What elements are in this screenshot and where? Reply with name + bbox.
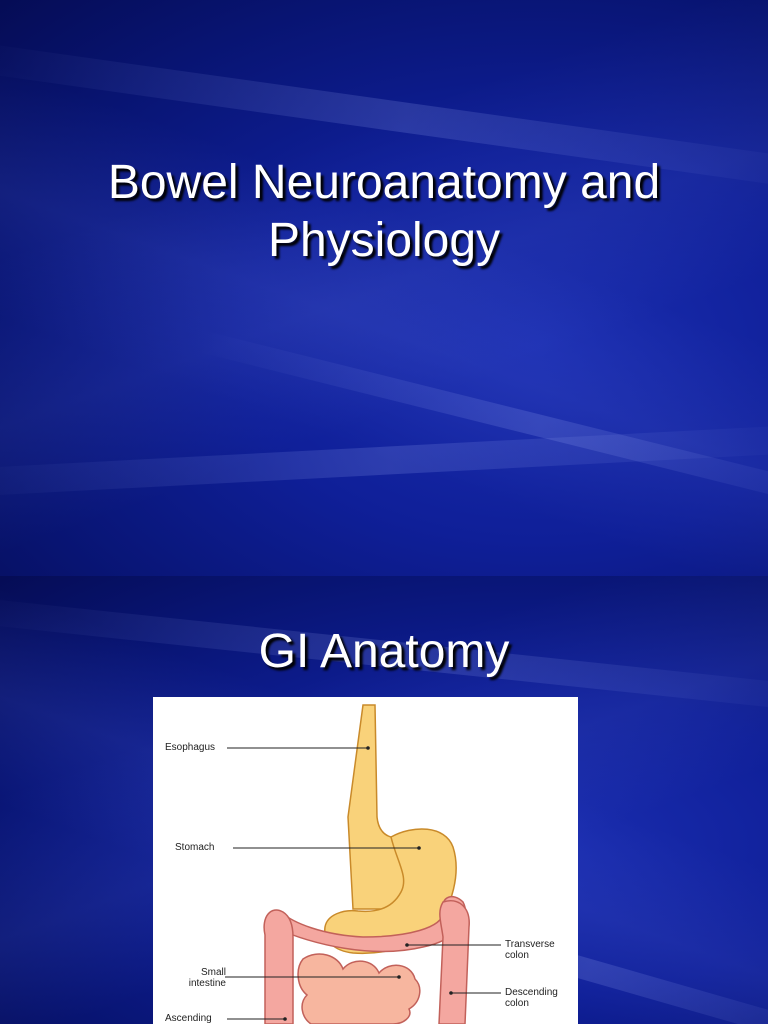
stomach-shape [324, 828, 457, 955]
slide-title: GI Anatomy [258, 625, 510, 678]
slide-2: GI Anatomy [0, 576, 768, 1024]
background-streak [197, 330, 768, 522]
ascending-colon-shape [263, 909, 294, 1024]
slide-title: Bowel Neuroanatomy and Physiology [107, 156, 661, 267]
descending-colon-shape [438, 900, 470, 1024]
label-descending-colon: Descending colon [505, 987, 558, 1009]
label-ascending: Ascending [165, 1013, 212, 1024]
background-streak [0, 422, 768, 498]
label-esophagus: Esophagus [165, 742, 216, 753]
transverse-colon-shape [271, 895, 467, 953]
label-transverse-colon: Transverse colon [505, 939, 555, 961]
gi-anatomy-diagram: Esophagus Stomach Small intestine Transv… [153, 697, 578, 1024]
slide-1: Bowel Neuroanatomy and Physiology [0, 0, 768, 576]
label-small-intestine: Small intestine [188, 967, 226, 989]
small-intestine-shape [297, 953, 421, 1024]
gi-tract-illustration [225, 704, 501, 1024]
label-stomach: Stomach [175, 842, 215, 853]
